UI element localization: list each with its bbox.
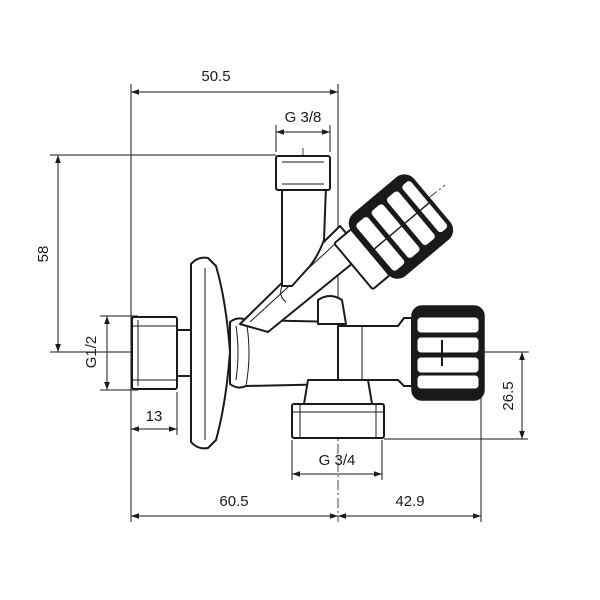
right-body bbox=[337, 317, 413, 387]
bottom-outlet bbox=[291, 379, 385, 439]
vertical-outlet bbox=[275, 155, 331, 303]
dim-inlet-length: 13 bbox=[146, 408, 163, 425]
dim-bottom-right: 42.9 bbox=[395, 493, 424, 510]
dim-top-width: 50.5 bbox=[201, 68, 230, 85]
angled-valve-knob bbox=[333, 174, 454, 290]
dim-top-outlet: G 3/8 bbox=[285, 109, 322, 126]
main-body bbox=[229, 317, 341, 389]
wall-rosette bbox=[190, 256, 231, 450]
dim-inlet-thread: G1/2 bbox=[83, 336, 100, 369]
dim-height: 58 bbox=[35, 246, 52, 263]
valve-body bbox=[131, 155, 413, 450]
dim-bottom-left: 60.5 bbox=[219, 493, 248, 510]
dim-right-height: 26.5 bbox=[500, 381, 517, 410]
dimension-labels: 50.5 G 3/8 58 G1/2 13 G 3/4 60.5 42.9 26… bbox=[35, 68, 517, 510]
inlet-thread bbox=[131, 316, 178, 390]
dim-bottom-outlet: G 3/4 bbox=[319, 452, 356, 469]
dimension-lines bbox=[55, 89, 525, 519]
right-valve-knob bbox=[411, 305, 485, 401]
